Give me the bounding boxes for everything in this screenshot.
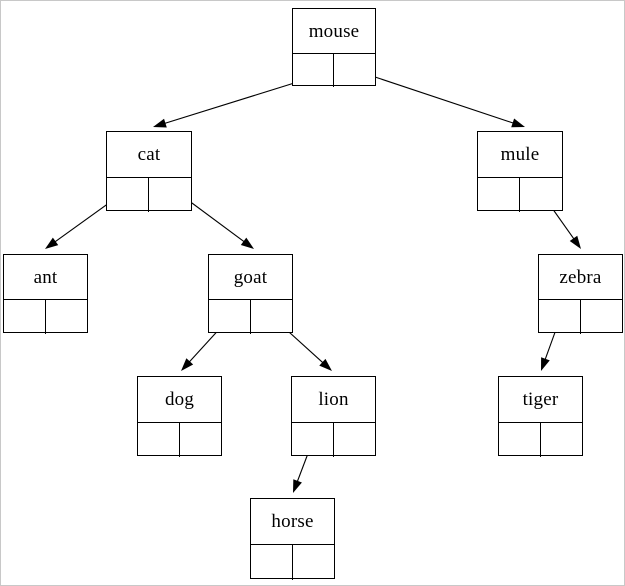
right-pointer-cell [581,300,623,334]
tree-node-mouse: mouse [292,8,376,87]
tree-node-pointer-cells [293,53,375,87]
right-pointer-cell [520,178,562,212]
tree-node-label: mule [500,144,540,165]
tree-edge-mouse-to-mule [356,70,525,128]
tree-node-tiger: tiger [498,376,583,457]
tree-node-goat: goat [208,254,293,334]
tree-node-pointer-cells [251,544,334,580]
left-pointer-cell [138,423,180,457]
edge-arrowhead [153,118,167,128]
edge-arrowhead [541,357,550,371]
tree-node-pointer-cells [138,422,221,457]
right-pointer-cell [149,178,191,212]
tree-node-pointer-cells [4,299,87,334]
edge-arrowhead [293,479,302,493]
edge-arrowhead [319,358,332,371]
tree-node-pointer-cells [499,422,582,457]
left-pointer-cell [478,178,520,212]
right-pointer-cell [334,54,375,87]
left-pointer-cell [209,300,251,334]
tree-node-pointer-cells [478,177,562,212]
tree-node-label: mouse [308,20,360,42]
tree-node-cat: cat [106,131,192,212]
right-pointer-cell [46,300,88,334]
right-pointer-cell [251,300,293,334]
right-pointer-cell [541,423,583,457]
tree-node-label: cat [137,144,161,165]
left-pointer-cell [292,423,334,457]
tree-node-zebra: zebra [538,254,623,334]
tree-node-pointer-cells [209,299,292,334]
edge-arrowhead [569,235,581,249]
tree-node-label: zebra [559,266,602,288]
tree-node-mule: mule [477,131,563,212]
edge-arrowhead [511,118,525,128]
tree-node-pointer-cells [292,422,375,457]
left-pointer-cell [499,423,541,457]
tree-node-lion: lion [291,376,376,457]
right-pointer-cell [334,423,376,457]
edge-arrowhead [240,237,254,249]
left-pointer-cell [107,178,149,212]
tree-node-pointer-cells [539,299,622,334]
tree-node-ant: ant [3,254,88,334]
tree-node-label: lion [318,389,349,410]
right-pointer-cell [180,423,222,457]
left-pointer-cell [293,54,334,87]
tree-node-label: ant [33,266,58,288]
tree-node-horse: horse [250,498,335,580]
tree-node-label: goat [233,266,268,288]
tree-node-dog: dog [137,376,222,457]
tree-node-label: tiger [522,389,559,410]
tree-node-pointer-cells [107,177,191,212]
tree-node-label: horse [271,511,314,532]
left-pointer-cell [251,545,293,580]
right-pointer-cell [293,545,335,580]
edge-arrowhead [45,237,59,249]
edge-arrowhead [181,358,194,371]
left-pointer-cell [4,300,46,334]
left-pointer-cell [539,300,581,334]
edge-line [356,70,517,125]
tree-node-label: dog [164,389,195,410]
